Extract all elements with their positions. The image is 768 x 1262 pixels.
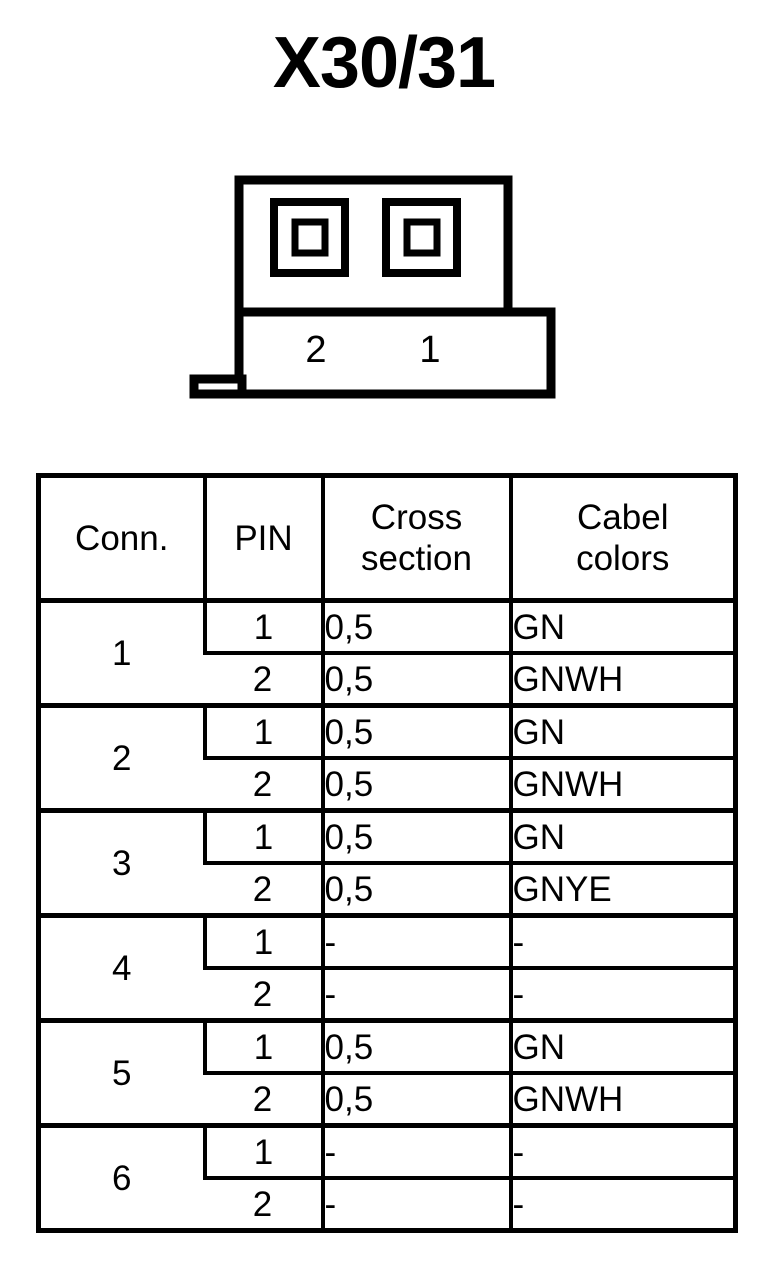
cell-pin: 2 [204,968,323,1023]
cell-pin: 1 [202,810,323,865]
cell-pin: 1 [202,915,323,970]
cell-cross-section: 0,5 [320,758,511,813]
cell-conn: 1 [38,600,205,708]
cell-cable-colors: GNWH [508,758,736,813]
cell-pin: 1 [202,1125,323,1180]
connector-pin-label-2: 2 [305,329,327,371]
column-header-pin-label: PIN [234,518,293,558]
connector-socket-outer-1 [382,198,461,277]
cell-cross-section: - [320,1178,511,1233]
cell-cross-section: 0,5 [320,1073,511,1128]
cell-cross-section: - [320,915,511,970]
cell-cross-section: 0,5 [320,863,511,918]
cell-cross-section: 0,5 [320,600,511,655]
column-header-cross-line1: Cross [370,498,463,537]
page-title: X30/31 [272,23,496,103]
cell-cable-colors: GNWH [508,1073,736,1128]
cell-conn: 4 [38,915,205,1023]
column-header-cable-colors: Cabel colors [508,475,736,603]
column-header-colors-line2: colors [576,539,670,578]
connector-socket-inner-2 [291,218,329,257]
cell-cross-section: 0,5 [320,653,511,708]
cell-cable-colors: GN [508,705,736,760]
cell-conn: 5 [38,1020,205,1128]
cell-cross-section: - [320,1125,511,1180]
cell-pin: 2 [204,653,323,708]
cell-pin: 2 [204,863,323,918]
connector-upper-housing [234,175,513,317]
pinout-table-head: Conn. PIN Cross section Cabel colors [38,475,736,603]
table-row: 2-- [39,968,736,1023]
cell-cross-section: 0,5 [320,1020,511,1075]
cell-cross-section: 0,5 [320,705,511,760]
cell-pin: 1 [202,600,323,655]
connector-socket-inner-1 [403,218,441,257]
cell-cable-colors: - [508,1178,736,1233]
cell-cable-colors: GN [508,810,736,865]
cell-conn: 2 [38,705,205,813]
connector-pin-label-1: 1 [419,329,441,371]
cell-pin: 1 [202,705,323,760]
cell-cross-section: 0,5 [320,810,511,865]
cell-cable-colors: GN [508,600,736,655]
column-header-colors-line1: Cabel [577,498,669,537]
table-row: 2-- [39,1178,736,1233]
cell-pin: 1 [202,1020,323,1075]
cell-pin: 2 [204,758,323,813]
column-header-conn-label: Conn. [75,518,169,558]
column-header-pin: PIN [202,475,323,603]
cell-pin: 2 [204,1178,323,1233]
connector-latch-tab [189,374,247,399]
cell-cable-colors: GNWH [508,653,736,708]
cell-cable-colors: GN [508,1020,736,1075]
connector-socket-outer-2 [270,198,349,277]
cell-cross-section: - [320,968,511,1023]
cell-conn: 6 [112,1158,132,1198]
cell-cable-colors: - [508,915,736,970]
cell-cable-colors: - [508,1125,736,1180]
cell-pin: 2 [204,1073,323,1128]
column-header-conn: Conn. [38,475,205,603]
table-header-row: Conn. PIN Cross section Cabel colors [38,475,736,603]
cell-conn: 3 [38,810,205,918]
connector-lower-housing [234,307,556,399]
cell-cable-colors: GNYE [508,863,736,918]
column-header-cross-section: Cross section [320,475,511,603]
cell-cable-colors: - [508,968,736,1023]
column-header-cross-line2: section [361,539,472,578]
